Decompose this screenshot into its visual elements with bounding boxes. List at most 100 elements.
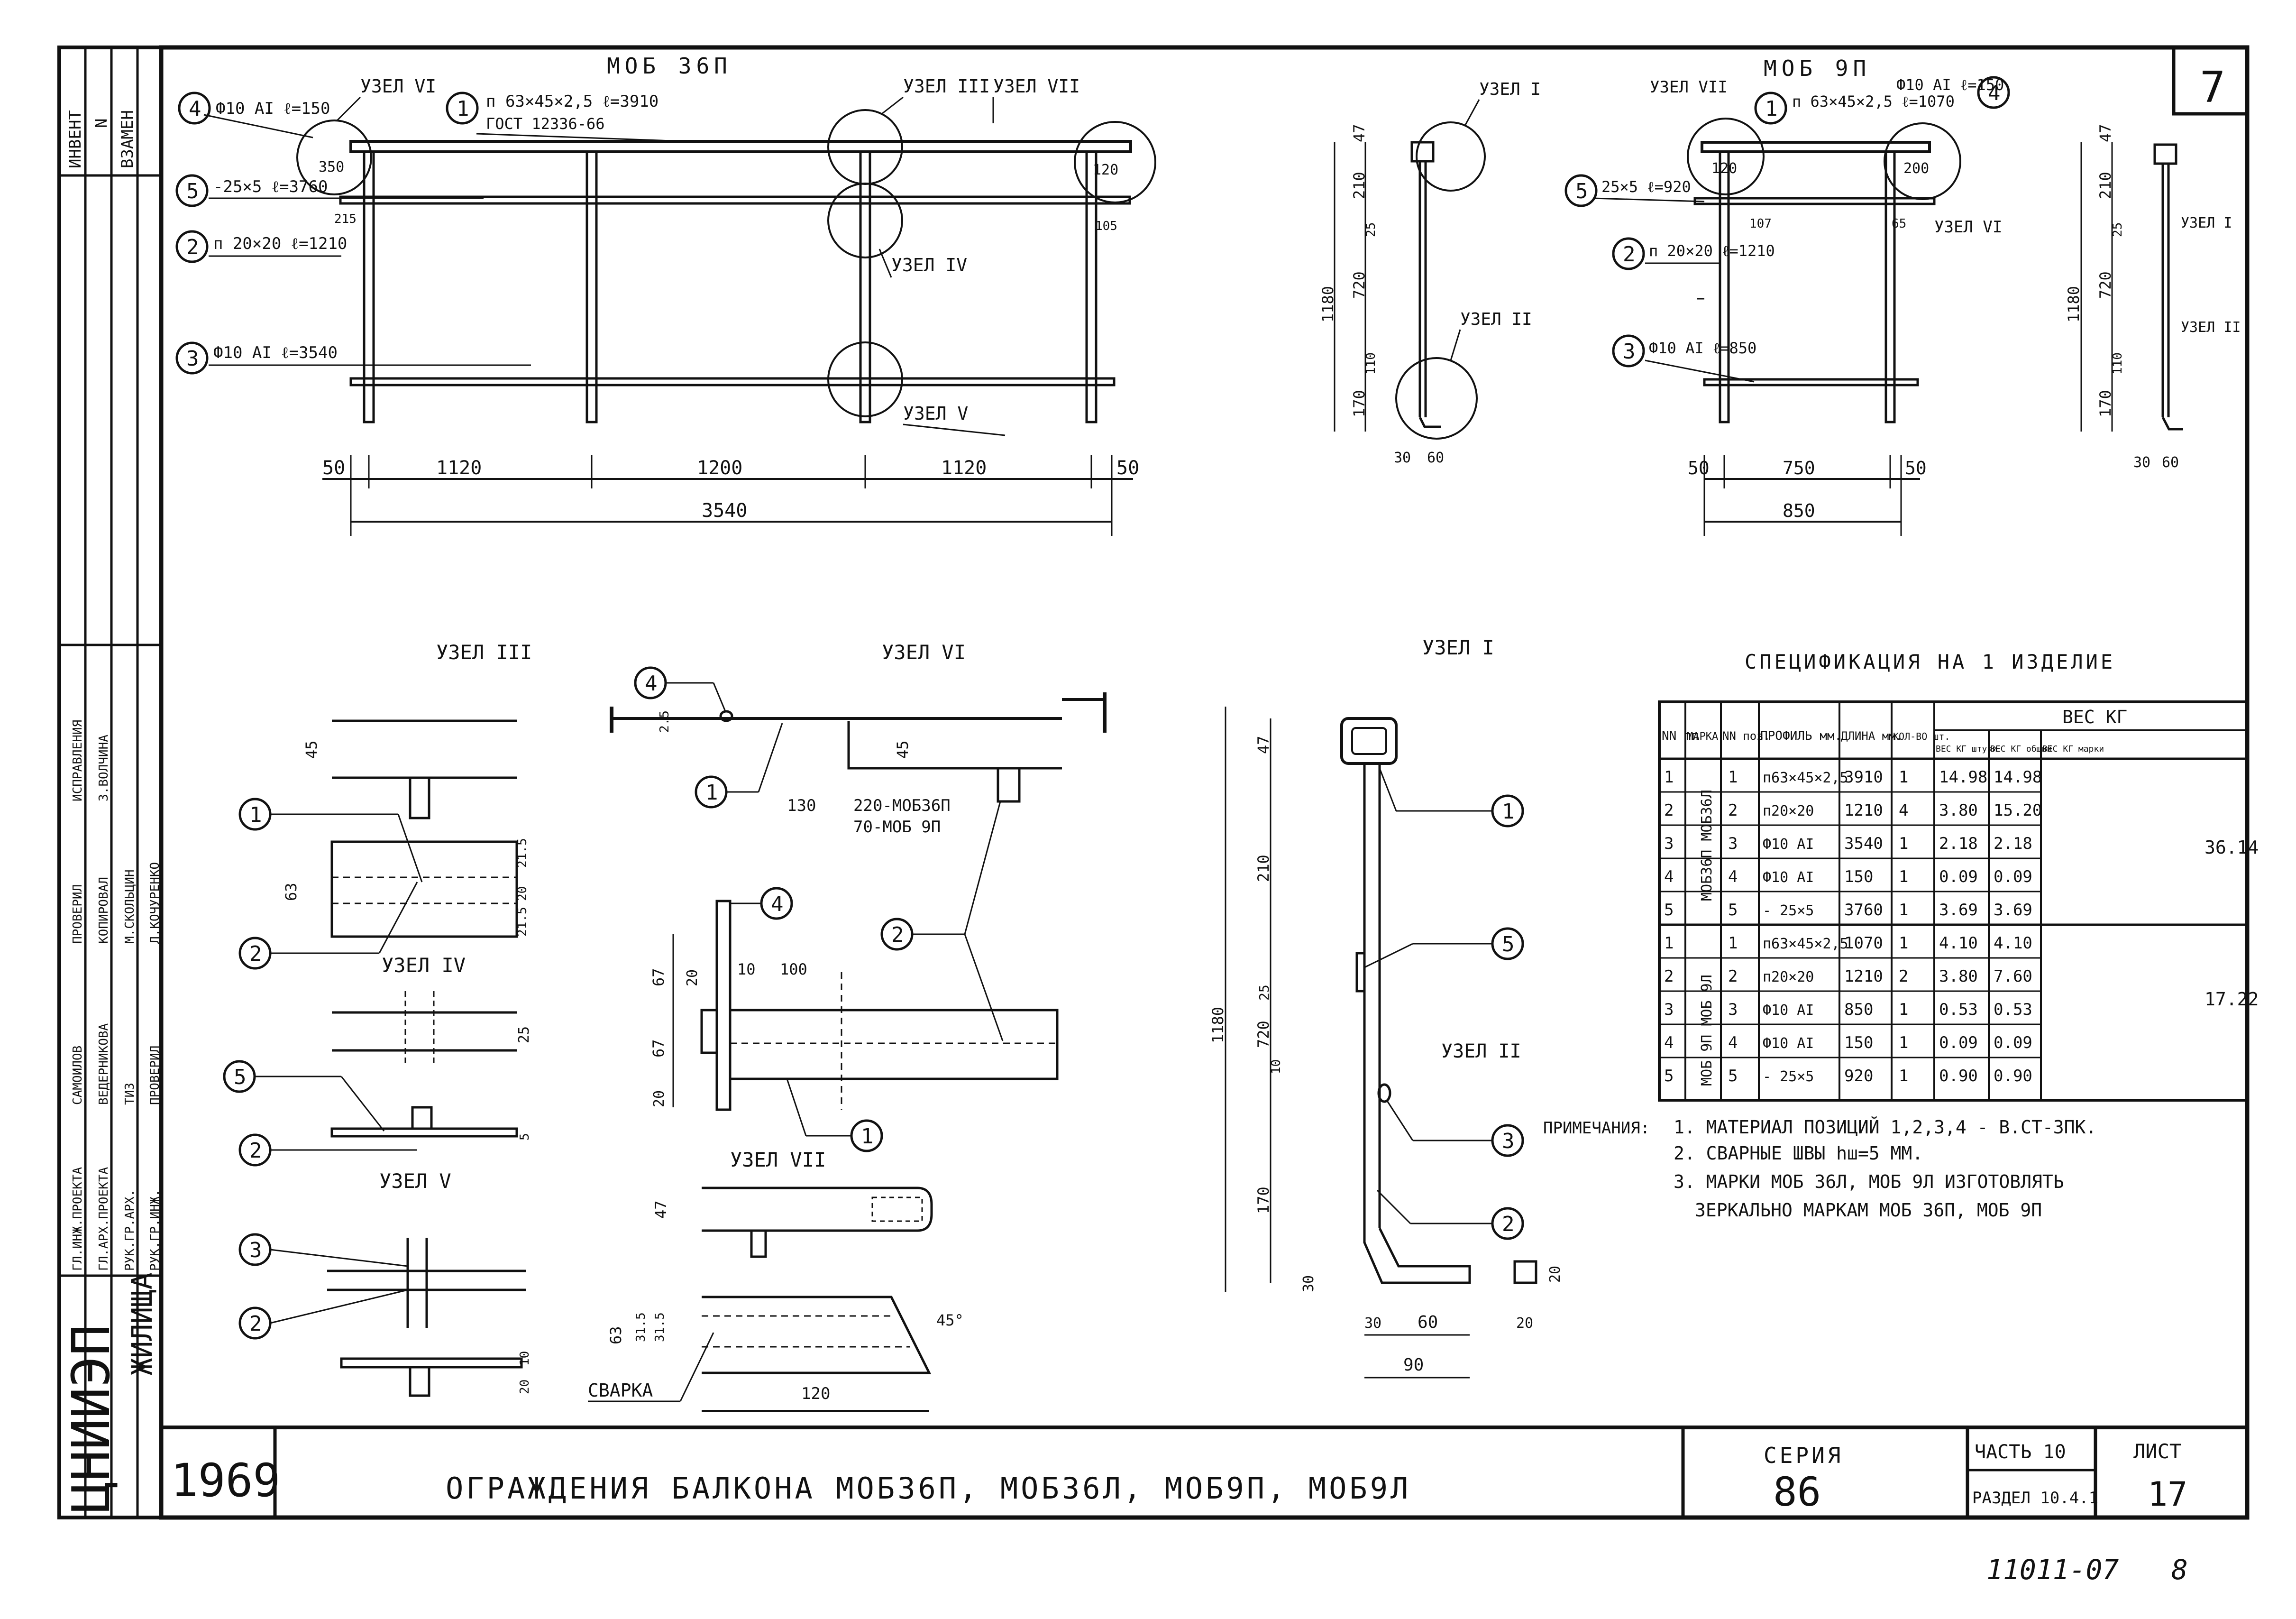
node6-dim-10: 10: [737, 960, 756, 978]
spec-cell: 1210: [1844, 801, 1883, 820]
spec-cell: 0.09: [1939, 867, 1978, 886]
section9-dim-60: 60: [2162, 454, 2179, 471]
notes-title: ПРИМЕЧАНИЯ:: [1543, 1119, 1650, 1138]
view-node6: УЗЕЛ VI 4 1 2.5 45 130 220-МОБ36П 70-МОБ…: [610, 641, 1107, 1152]
title-part: ЧАСТЬ 10: [1975, 1441, 2066, 1463]
section9-node-1: УЗЕЛ I: [2181, 215, 2232, 231]
spec-cell: Ф10 АI: [1763, 836, 1814, 853]
node7-dim-63: 63: [607, 1326, 625, 1344]
spec-cell: 4: [1664, 1033, 1674, 1052]
mob36-dim-120: 120: [1093, 162, 1118, 178]
spec-cell: 4: [1728, 867, 1738, 886]
node3-dim-20: 20: [515, 886, 530, 901]
node7-dim-315b: 31.5: [653, 1312, 667, 1342]
node6-dim-45: 45: [894, 740, 912, 759]
svg-text:2: 2: [249, 1312, 262, 1336]
mob9-node-6: УЗЕЛ VI: [1934, 218, 2002, 237]
mob9-pos4-text: Ф10 АI ℓ=150: [1896, 76, 2004, 94]
node6-dim-220: 220-МОБ36П: [853, 796, 951, 815]
spec-cell: Ф10 АI: [1763, 869, 1814, 886]
spec-cell: п20×20: [1763, 803, 1814, 819]
mob36-dim-215: 215: [334, 212, 357, 226]
stamp-role-2: ГЛ.АРХ.ПРОЕКТА: [97, 1167, 111, 1271]
section36-node-2: УЗЕЛ II: [1460, 310, 1532, 329]
stamp-role-4: РУК.ГР.ИНЖ.: [148, 1189, 162, 1271]
mob9-dim-1: 750: [1783, 458, 1815, 478]
spec-cell: 150: [1844, 1033, 1873, 1052]
svg-text:4: 4: [1988, 81, 2001, 105]
section36-dim-47: 47: [1350, 124, 1368, 142]
node1-dim-30b: 30: [1364, 1315, 1381, 1332]
view-node7: УЗЕЛ VII 47 63 31.5 31.5 120 45° СВАРКА: [588, 1148, 964, 1412]
node7-dim-120: 120: [801, 1384, 830, 1403]
spec-group1-total: 36.14: [2205, 837, 2259, 858]
drawing-code: 11011-07: [1986, 1554, 2119, 1586]
view-mob9: МОБ 9П 1 4 5 2 3 УЗЕЛ VII УЗЕЛ VI п 63×4…: [1564, 55, 2010, 536]
mob9-pos2-text: п 20×20 ℓ=1210: [1649, 242, 1775, 260]
svg-text:5: 5: [234, 1065, 247, 1089]
spec-header-mark: МАРКА: [1687, 731, 1718, 743]
view-node4: УЗЕЛ IV 5 2 25 5: [223, 954, 532, 1167]
mob36-pos5-text: -25×5 ℓ=3760: [213, 177, 328, 196]
node1-dim-25: 25: [1256, 984, 1272, 1001]
mob36-rail-label: п 63×45×2,5 ℓ=3910: [486, 92, 659, 111]
node1-node2: УЗЕЛ II: [1441, 1040, 1521, 1062]
spec-header-qty: КОЛ-ВО шт.: [1893, 731, 1950, 742]
section9-dim-47: 47: [2096, 124, 2114, 142]
section36-dim-25: 25: [1364, 222, 1378, 237]
page-num: 8: [2171, 1554, 2188, 1586]
mob9-rail-label: п 63×45×2,5 ℓ=1070: [1792, 92, 1955, 110]
spec-cell: 0.09: [1994, 1033, 2032, 1052]
spec-cell: 0.09: [1939, 1033, 1978, 1052]
title-main: ОГРАЖДЕНИЯ БАЛКОНА МОБ36П, МОБ36Л, МОБ9П…: [446, 1471, 1411, 1506]
spec-cell: - 25×5: [1763, 1068, 1814, 1085]
title-series-label: СЕРИЯ: [1764, 1443, 1843, 1468]
mob36-node-5: УЗЕЛ V: [903, 403, 968, 424]
view-section9: УЗЕЛ I УЗЕЛ II 47 210 25 720 1180 110 17…: [2065, 124, 2241, 471]
spec-cell: 150: [1844, 867, 1873, 886]
mob36-node-3: УЗЕЛ III: [903, 76, 990, 97]
section36-dim-720: 720: [1350, 271, 1368, 299]
svg-text:1: 1: [1765, 97, 1778, 121]
node4-title: УЗЕЛ IV: [382, 954, 466, 977]
svg-text:4: 4: [771, 892, 784, 916]
node1-dim-20a: 20: [1516, 1315, 1533, 1332]
notes-item-4: ЗЕРКАЛЬНО МАРКАМ МОБ 36П, МОБ 9П: [1695, 1200, 2042, 1221]
node6-dim-25: 2.5: [658, 710, 672, 733]
sheet-number: 7: [2200, 63, 2225, 112]
section9-dim-170: 170: [2096, 390, 2114, 417]
spec-cell: 5: [1728, 1067, 1738, 1085]
spec-cell: п20×20: [1763, 969, 1814, 985]
node6-dim-130: 130: [787, 796, 816, 815]
mob36-pos2-text: п 20×20 ℓ=1210: [213, 234, 347, 253]
spec-cell: 0.90: [1939, 1067, 1978, 1085]
spec-cell: 1: [1899, 834, 1908, 853]
node1-dim-20b: 20: [1547, 1266, 1564, 1283]
spec-cell: 1: [1899, 1067, 1908, 1085]
mob9-overall: 850: [1783, 500, 1815, 521]
svg-text:2: 2: [891, 923, 904, 947]
stamp-org: ЦНИИЭП: [61, 1325, 121, 1513]
svg-text:3: 3: [249, 1238, 262, 1262]
stamp-org-sub: ЖИЛИЩА: [126, 1272, 159, 1375]
mob36-dim-1: 1120: [436, 457, 482, 479]
stamp-col2-2: ВЕДЕРНИКОВА: [97, 1023, 111, 1105]
spec-cell: Ф10 АI: [1763, 1002, 1814, 1019]
spec-cell: 3540: [1844, 834, 1883, 853]
node5-dim-20: 20: [518, 1380, 532, 1394]
section9-dim-110: 110: [2111, 352, 2125, 375]
title-year: 1969: [171, 1454, 280, 1507]
spec-cell: 3.80: [1939, 967, 1978, 986]
node1-dim-170: 170: [1254, 1187, 1272, 1214]
spec-cell: 1: [1899, 768, 1908, 787]
svg-text:4: 4: [189, 97, 201, 121]
spec-cell: п63×45×2,5: [1763, 770, 1848, 786]
spec-cell: 2.18: [1994, 834, 2032, 853]
svg-text:1: 1: [249, 803, 262, 827]
spec-cell: 4: [1728, 1033, 1738, 1052]
node6-dim-20a: 20: [684, 969, 701, 986]
spec-cell: 3.80: [1939, 801, 1978, 820]
view-node3: УЗЕЛ III 1 2 45 63 21.5 20 21.5: [238, 641, 532, 970]
left-stamp-text: ИНВЕНТ N ВЗАМЕН ГЛ.ИНЖ.ПРОЕКТА ГЛ.АРХ.ПР…: [61, 110, 162, 1513]
stamp-col3-3: М.СКОЛЬЦИН: [123, 869, 137, 944]
